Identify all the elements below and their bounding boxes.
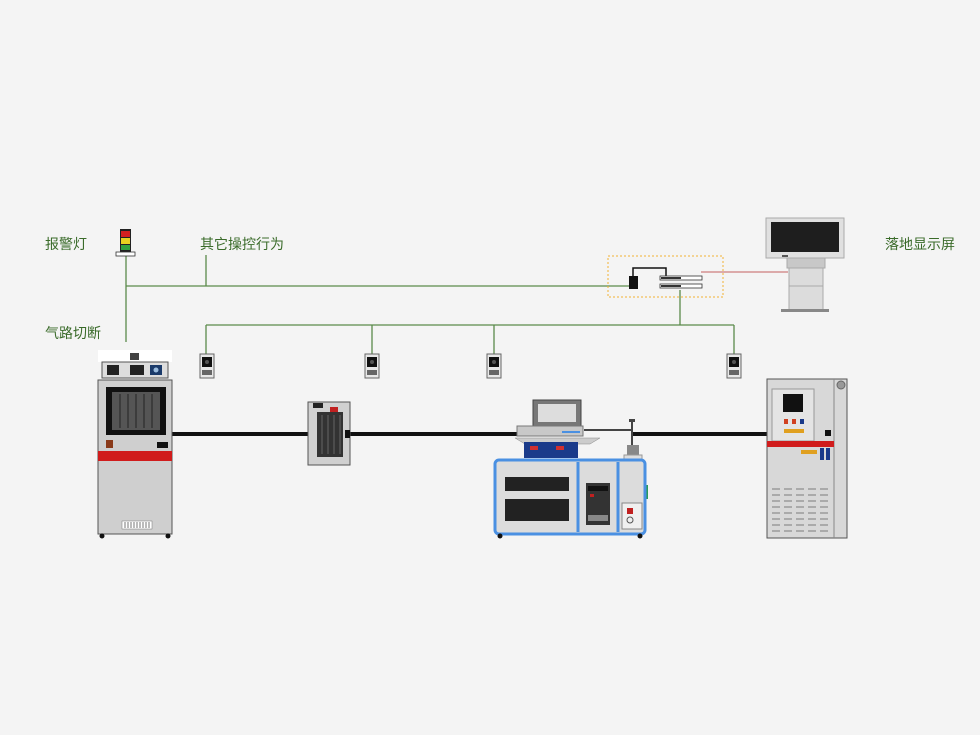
gas-cutoff-label: 气路切断 [45,326,101,342]
floor-display-label: 落地显示屏 [885,237,955,253]
exhaust-cabinet-icon [766,378,848,539]
gas-detector-icon [486,353,502,379]
gas-detector-icon [364,353,380,379]
network-lines [125,255,735,354]
alarm-light-label: 报警灯 [45,237,87,253]
process-tool-icon [493,399,648,539]
gas-detector-icon [199,353,215,379]
alarm-light-icon [115,229,136,257]
floor-display-screen-icon [765,217,845,312]
gas-cabinet-icon [97,350,173,539]
network-switch-icon [607,255,724,298]
valve-box-icon [307,401,351,466]
other-control-label: 其它操控行为 [200,237,284,253]
gas-detector-icon [726,353,742,379]
